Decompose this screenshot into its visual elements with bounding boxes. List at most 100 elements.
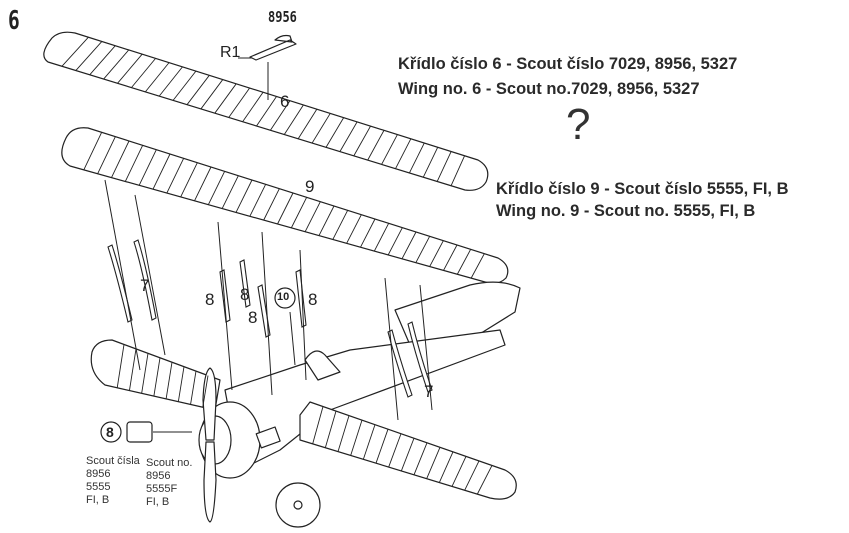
wing-rib <box>165 362 173 399</box>
wing-rib <box>346 214 362 244</box>
wing-rib <box>375 429 389 464</box>
wing-rib <box>408 142 425 174</box>
question-mark: ? <box>566 100 591 149</box>
wing-rib <box>438 451 454 483</box>
label-strut-a: 8 <box>205 290 215 309</box>
wing-rib <box>362 424 376 460</box>
wing-rib <box>304 201 321 232</box>
wing-rib <box>263 188 280 221</box>
top-wing-6 <box>43 31 489 191</box>
label-strut-d: 8 <box>308 290 318 309</box>
wing-rib <box>456 249 472 275</box>
wing-rib <box>381 134 398 165</box>
wing-rib <box>290 197 308 229</box>
wing-rib <box>422 147 439 178</box>
wing-rib <box>429 240 444 267</box>
wing-rib <box>235 179 253 213</box>
wing-rib <box>97 136 116 174</box>
callout-en-line: FI, B <box>146 496 170 508</box>
wing-rib <box>124 145 144 182</box>
step-number: 6 <box>8 6 20 36</box>
wing-rib <box>111 140 130 178</box>
wing-rib <box>450 155 465 186</box>
middle-wing-9 <box>61 127 509 284</box>
wing-rib <box>339 121 358 152</box>
interplane-struts <box>107 239 433 398</box>
wing-rib <box>158 66 183 97</box>
wing-rib <box>153 357 161 397</box>
note-wing9-cz: Křídlo číslo 9 - Scout číslo 5555, FI, B <box>496 180 789 198</box>
wing-rib <box>172 70 197 101</box>
wing-rib <box>131 58 156 88</box>
propeller <box>202 367 217 523</box>
wing-rib <box>270 100 291 131</box>
wing-rib <box>283 104 304 135</box>
note-wing6-cz: Křídlo číslo 6 - Scout číslo 7029, 8956,… <box>398 55 738 73</box>
wing-rib <box>464 460 480 491</box>
wing-rib <box>413 442 428 475</box>
gun-code-label: 8956 <box>268 8 297 26</box>
wing-rib <box>436 151 452 182</box>
wing-rib <box>388 433 402 468</box>
wing-rib <box>415 236 431 263</box>
wing-rib <box>443 244 458 271</box>
wing-rib <box>373 223 390 252</box>
wing-rib <box>83 132 103 171</box>
wing-rib <box>311 113 331 144</box>
label-strut-right: 7 <box>424 382 434 401</box>
wing-rib <box>297 108 318 140</box>
wing-rib <box>387 227 403 256</box>
wing-rib <box>312 406 324 444</box>
wing-rib <box>332 210 349 240</box>
callout-cz-line: FI, B <box>86 494 110 506</box>
callout-en: Scout no. 8956 5555F FI, B <box>146 457 192 509</box>
wing-rib <box>138 149 157 186</box>
wing-rib <box>202 375 209 408</box>
wing-rib <box>337 415 350 452</box>
tailplane <box>394 281 521 346</box>
wing-rib <box>180 162 198 198</box>
wing-rib <box>367 130 385 161</box>
wing-rib <box>144 62 170 93</box>
wing-rib <box>190 371 197 405</box>
wing-rib <box>117 53 143 84</box>
wing-rib <box>426 447 441 479</box>
wing-rib <box>166 158 185 194</box>
wing-rib <box>277 192 294 225</box>
wing-rib <box>470 253 485 279</box>
callout-cz-line: 8956 <box>86 468 111 480</box>
label-strut-c: 8 <box>248 308 258 327</box>
note-wing6-en: Wing no. 6 - Scout no.7029, 8956, 5327 <box>398 80 700 98</box>
wing-rib <box>350 419 363 456</box>
wing-rib <box>221 175 239 209</box>
machine-gun-r1 <box>249 34 297 61</box>
wing-rib <box>400 438 415 472</box>
wing-rib <box>116 344 125 388</box>
cockpit <box>304 350 341 381</box>
wing-rib <box>103 49 130 80</box>
wing-rib <box>228 87 251 118</box>
wing-rib <box>75 41 103 71</box>
label-circled-10: 10 <box>277 291 290 303</box>
wing-rib <box>353 125 371 157</box>
bottom-wing-right <box>299 401 517 500</box>
callout-en-line: 8956 <box>146 470 171 482</box>
wing-rib <box>318 205 335 236</box>
wing-rib <box>128 348 137 391</box>
callout-en-line: 5555F <box>146 483 178 495</box>
wing-rib <box>249 184 267 217</box>
assembly-arrows <box>104 57 433 433</box>
wing-rib <box>256 96 277 127</box>
callout-cz: Scout čísla 8956 5555 FI, B <box>86 455 140 507</box>
wing-rib <box>152 153 171 190</box>
label-circled-8: 8 <box>106 424 114 440</box>
wing-rib <box>207 171 226 205</box>
wing-rib <box>395 138 412 169</box>
callout-en-title: Scout no. <box>146 457 193 469</box>
wing-rib <box>177 366 185 402</box>
callout-cz-line: 5555 <box>86 481 111 493</box>
wing-rib <box>200 79 224 110</box>
wing-rib <box>214 83 237 114</box>
wing-rib <box>476 465 493 495</box>
